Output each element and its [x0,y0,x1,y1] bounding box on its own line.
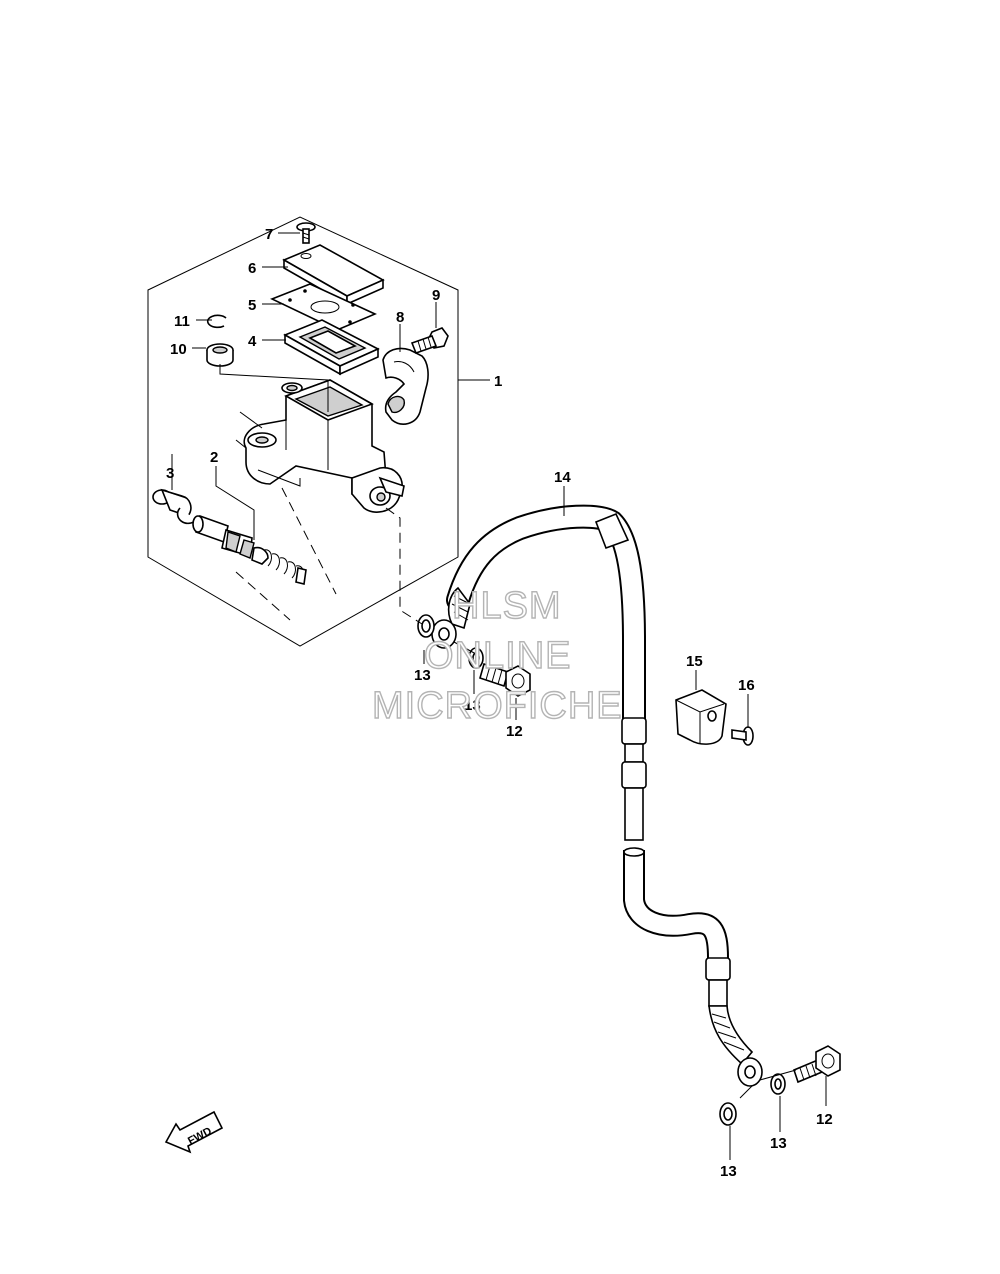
callout-10: 10 [170,341,187,358]
watermark-line-2: ONLINE [424,635,571,677]
part-13-washer-d [770,1073,786,1095]
part-5-plate [269,283,377,331]
callout-13-d: 13 [770,1135,787,1152]
part-4-diaphragm [283,319,380,376]
part-1-master-cylinder [235,379,405,513]
part-13-washer-b [468,647,484,669]
part-10-boot [206,343,234,367]
callout-13-a: 13 [414,667,431,684]
part-9-bolt [410,327,449,355]
callout-13-b: 13 [464,697,481,714]
callout-4: 4 [248,333,257,350]
callout-12-a: 12 [506,723,523,740]
part-12-union-bolt-a [479,662,531,697]
callout-2: 2 [210,449,218,466]
callout-14: 14 [554,469,571,486]
watermark: HLSM ONLINE MICROFICHE [371,584,623,727]
callout-11: 11 [174,313,190,330]
part-13-washer-a [417,614,435,638]
callout-8: 8 [396,309,404,326]
part-15-clamp [675,689,727,745]
callout-6: 6 [248,260,256,277]
callout-13-c: 13 [720,1163,737,1180]
part-11-clip [206,314,227,329]
part-8-holder [382,347,429,425]
callout-16: 16 [738,677,755,694]
part-14-brake-hose [431,504,763,1087]
callout-7: 7 [265,226,273,243]
watermark-line-3: MICROFICHE [372,685,623,727]
callout-3: 3 [166,465,174,482]
callout-15: 15 [686,653,703,670]
part-16-screw [731,726,754,746]
callout-1: 1 [494,373,502,390]
part-12-union-bolt-b [793,1045,841,1084]
leader-lines [171,232,827,1160]
callout-5: 5 [248,297,256,314]
callout-9: 9 [432,287,440,304]
callout-12-b: 12 [816,1111,833,1128]
assembly-outline-box [147,216,459,647]
fwd-arrow-icon [164,1110,224,1154]
part-3-boot-piston [152,488,197,525]
part-7-screw [296,222,316,244]
part-2-piston-set [192,514,307,585]
part-13-washer-c [719,1102,737,1126]
watermark-line-1: HLSM [452,585,562,627]
